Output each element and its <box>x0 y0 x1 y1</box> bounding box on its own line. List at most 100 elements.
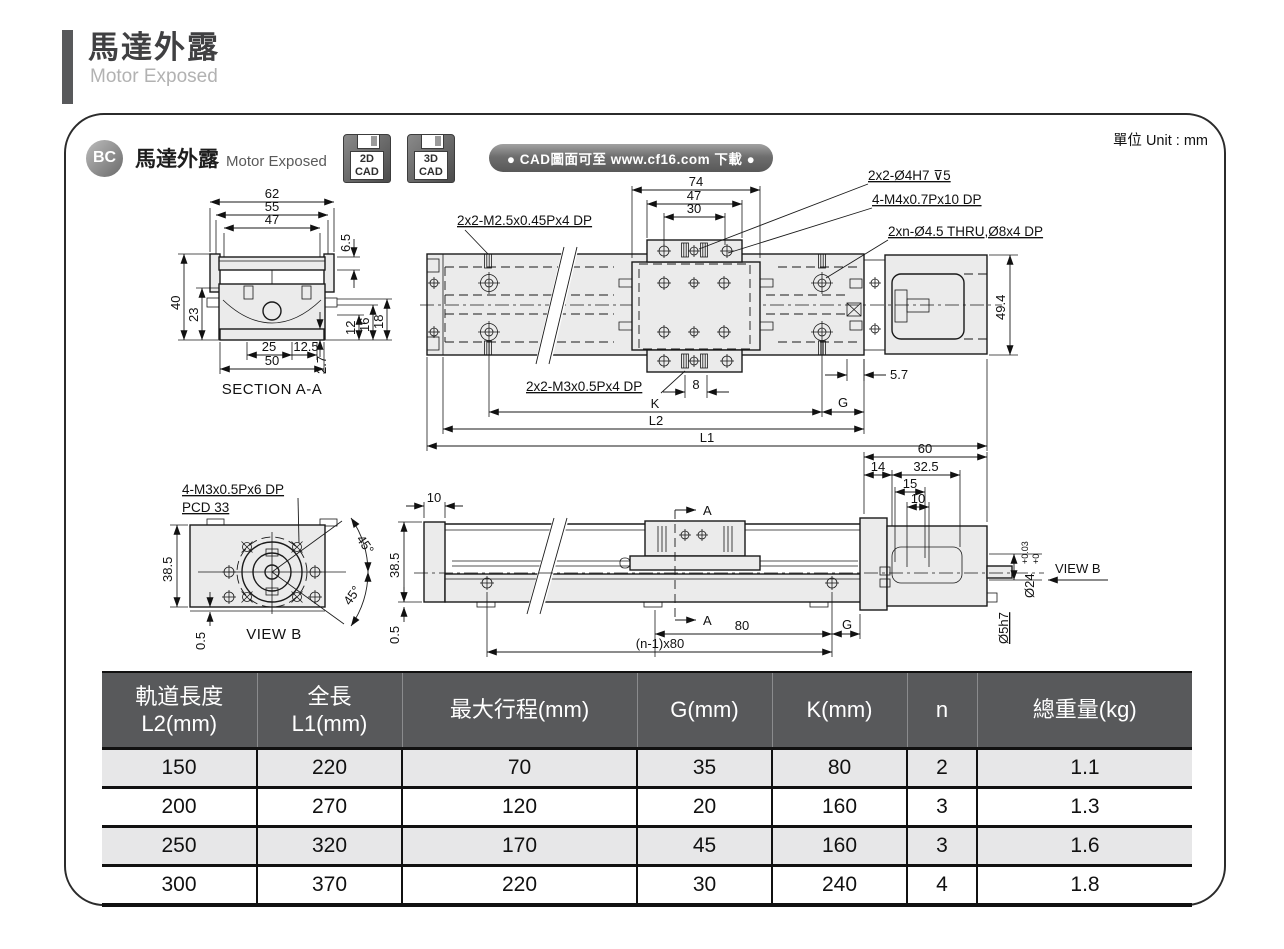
dim-0-5-side: 0.5 <box>387 626 402 644</box>
dim-25: 25 <box>262 339 276 354</box>
product-title-en: Motor Exposed <box>226 153 327 170</box>
table-cell: 80 <box>771 747 907 788</box>
table-cell: 3 <box>906 825 977 866</box>
table-cell: 3 <box>906 786 977 827</box>
dim-45-bottom: 45° <box>340 583 364 608</box>
view-b-flange: 45° 45° 4-M3x0.5Px6 DP PCD 33 38.5 0.5 V… <box>160 482 377 650</box>
dim-G-plan: G <box>838 395 848 410</box>
table-cell: 160 <box>771 825 907 866</box>
table-cell: 1.6 <box>976 825 1192 866</box>
dim-80: 80 <box>735 618 749 633</box>
carriage-side <box>644 520 746 557</box>
plan-view: 74 47 30 2x2-M2.5x0.45Px4 DP 2x2-Ø4H7 ⊽5… <box>420 168 1043 451</box>
cad-download-banner[interactable]: ● CAD圖面可至 www.cf16.com 下載 ● <box>488 144 774 172</box>
rail-base-side <box>444 573 865 603</box>
motor-housing-side <box>886 525 988 607</box>
dim-8: 8 <box>692 377 699 392</box>
dim-38-5-flange: 38.5 <box>160 557 175 582</box>
carriage-plate <box>631 261 761 351</box>
section-marker-a-bottom: A <box>703 613 712 628</box>
dim-K: K <box>651 396 660 411</box>
dim-o5h7: Ø5h7 <box>996 612 1011 644</box>
table-cell: 1.3 <box>976 786 1192 827</box>
dim-o24: Ø24 <box>1022 573 1037 598</box>
dim-12: 12 <box>343 321 358 335</box>
dim-2-7: 2.7 <box>314 356 329 374</box>
table-cell: 150 <box>102 747 257 788</box>
view-b-caption: VIEW B <box>246 626 302 643</box>
dim-0-5-flange: 0.5 <box>193 632 208 650</box>
floppy-shutter <box>356 134 380 149</box>
dim-10-motor: 10 <box>911 491 925 506</box>
table-cell: 35 <box>636 747 772 788</box>
table-cell: 30 <box>636 864 772 905</box>
table-cell: 120 <box>401 786 637 827</box>
table-cell: 250 <box>102 825 257 866</box>
label-dowel-holes: 2x2-Ø4H7 ⊽5 <box>868 168 951 183</box>
table-cell: 220 <box>256 747 402 788</box>
motor-shaft <box>986 565 1013 579</box>
model-badge: BC <box>86 139 123 177</box>
table-cell: 70 <box>401 747 637 788</box>
section-marker-a-top: A <box>703 503 712 518</box>
section-aa-view: 62 55 47 6.5 40 23 <box>168 186 392 398</box>
dim-32-5: 32.5 <box>913 459 938 474</box>
label-m2-5-tap: 2x2-M2.5x0.45Px4 DP <box>457 213 592 228</box>
section-aa-caption: SECTION A-A <box>222 381 323 398</box>
dim-50: 50 <box>265 353 279 368</box>
table-cell: 300 <box>102 864 257 905</box>
table-cell: 1.1 <box>976 747 1192 788</box>
product-title: 馬達外露 Motor Exposed <box>135 143 327 173</box>
unit-label: 單位 Unit : mm <box>1112 133 1208 149</box>
table-cell: 220 <box>401 864 637 905</box>
dim-74: 74 <box>689 174 703 189</box>
dim-10-side: 10 <box>427 490 441 505</box>
dim-16: 16 <box>357 318 372 332</box>
dim-L2: L2 <box>649 413 663 428</box>
table-cell: 370 <box>256 864 402 905</box>
dim-15: 15 <box>903 476 917 491</box>
dim-49-4: 49.4 <box>993 295 1008 320</box>
table-cell: 320 <box>256 825 402 866</box>
table-cell: 170 <box>401 825 637 866</box>
dim-23: 23 <box>186 308 201 322</box>
label-m4-tap: 4-M4x0.7Px10 DP <box>872 192 982 207</box>
dim-14: 14 <box>871 459 885 474</box>
dim-o24-tol-lower: +0 <box>1031 554 1041 564</box>
page-title: 馬達外露 <box>88 30 220 65</box>
dim-o24-tol-upper: +0.03 <box>1020 541 1030 564</box>
title-accent-bar <box>62 30 73 104</box>
motor-housing-top <box>884 254 988 355</box>
dim-55: 55 <box>265 199 279 214</box>
table-cell: 160 <box>771 786 907 827</box>
dim-6-5: 6.5 <box>338 234 353 252</box>
product-title-zh: 馬達外露 <box>135 148 219 171</box>
dim-62: 62 <box>265 186 279 201</box>
table-cell: 270 <box>256 786 402 827</box>
dim-12-5: 12.5 <box>293 339 318 354</box>
table-cell: 200 <box>102 786 257 827</box>
table-header-cell: 總重量(kg) <box>976 672 1192 749</box>
label-m3-tap: 2x2-M3x0.5Px4 DP <box>526 379 642 394</box>
label-flange-m3: 4-M3x0.5Px6 DP <box>182 482 284 497</box>
dim-L1: L1 <box>700 430 714 445</box>
table-header-cell: n <box>906 672 977 749</box>
dim-47: 47 <box>265 212 279 227</box>
view-b-pointer-label: VIEW B <box>1055 561 1101 576</box>
dim-38-5-side: 38.5 <box>387 553 402 578</box>
dim-n-1-x80: (n-1)x80 <box>636 636 684 651</box>
dim-45-top: 45° <box>354 532 378 557</box>
table-cell: 4 <box>906 864 977 905</box>
dim-47-plan: 47 <box>687 188 701 203</box>
table-header-cell: 軌道長度 L2(mm) <box>102 672 257 749</box>
